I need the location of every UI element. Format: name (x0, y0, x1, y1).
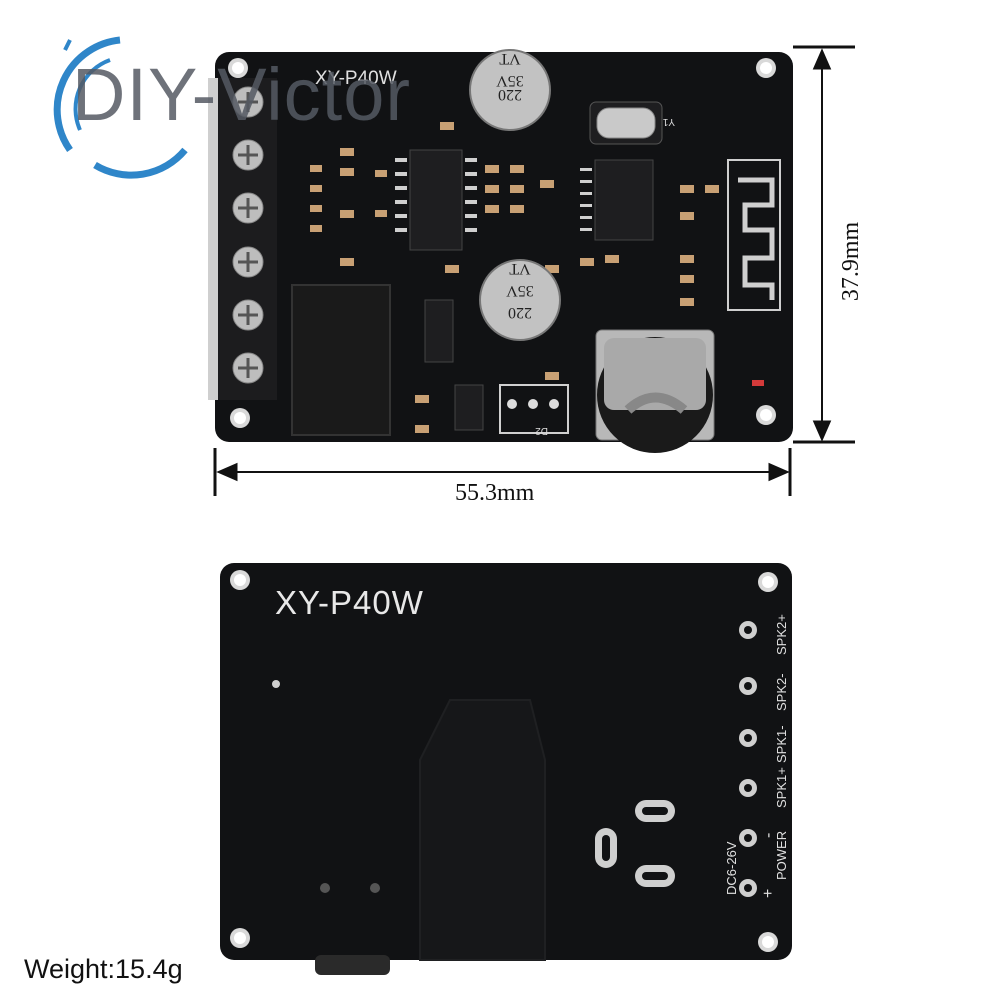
height-dimension-label: 37.9mm (838, 221, 865, 302)
capacitor-2-label-c: VT (509, 260, 531, 277)
mounting-holes (228, 58, 776, 428)
volume-potentiometer (595, 329, 715, 453)
pin-label-spk1-plus: SPK1+ (774, 767, 789, 808)
pin-label-spk1-minus: SPK1- (774, 725, 789, 763)
dc-jack (291, 284, 391, 436)
screw-terminal-block (208, 78, 277, 400)
crystal-label: Y1 (662, 116, 675, 127)
power-label: POWER (774, 830, 789, 880)
capacitor-2-label-b: 35V (506, 282, 534, 299)
capacitor-1-label-a: 220 (498, 86, 522, 103)
diode-label: D2 (535, 425, 548, 436)
width-dimension (213, 448, 792, 496)
voltage-label: DC6-26V (724, 841, 739, 895)
electrolytic-capacitor (469, 49, 561, 341)
pin-label-spk2-plus: SPK2+ (774, 614, 789, 655)
bottom-board (220, 563, 792, 975)
capacitor-1-label-c: VT (499, 50, 521, 67)
led (752, 380, 764, 386)
capacitor-1-label-b: 35V (496, 72, 524, 89)
plus-sign: + (760, 888, 777, 898)
minus-sign: - (760, 832, 777, 838)
watermark-logo-icon (53, 36, 188, 179)
crystal-oscillator (589, 101, 663, 145)
width-dimension-label: 55.3mm (455, 480, 535, 506)
top-board: 220 35V VT 220 35V VT D2 Y1 XY-P40W (208, 49, 793, 453)
weight-label: Weight:15.4g (24, 954, 183, 984)
ic-chips (409, 149, 654, 431)
pin-label-spk2-minus: SPK2- (774, 673, 789, 711)
smd-components (310, 122, 719, 433)
bottom-board-model: XY-P40W (275, 584, 424, 621)
watermark-text: DIY-Victor (72, 53, 412, 136)
antenna-trace (727, 159, 781, 311)
capacitor-2-label-a: 220 (508, 304, 532, 321)
height-dimension (793, 45, 855, 444)
top-board-model: XY-P40W (315, 68, 397, 89)
pin-header-d2 (499, 384, 569, 434)
